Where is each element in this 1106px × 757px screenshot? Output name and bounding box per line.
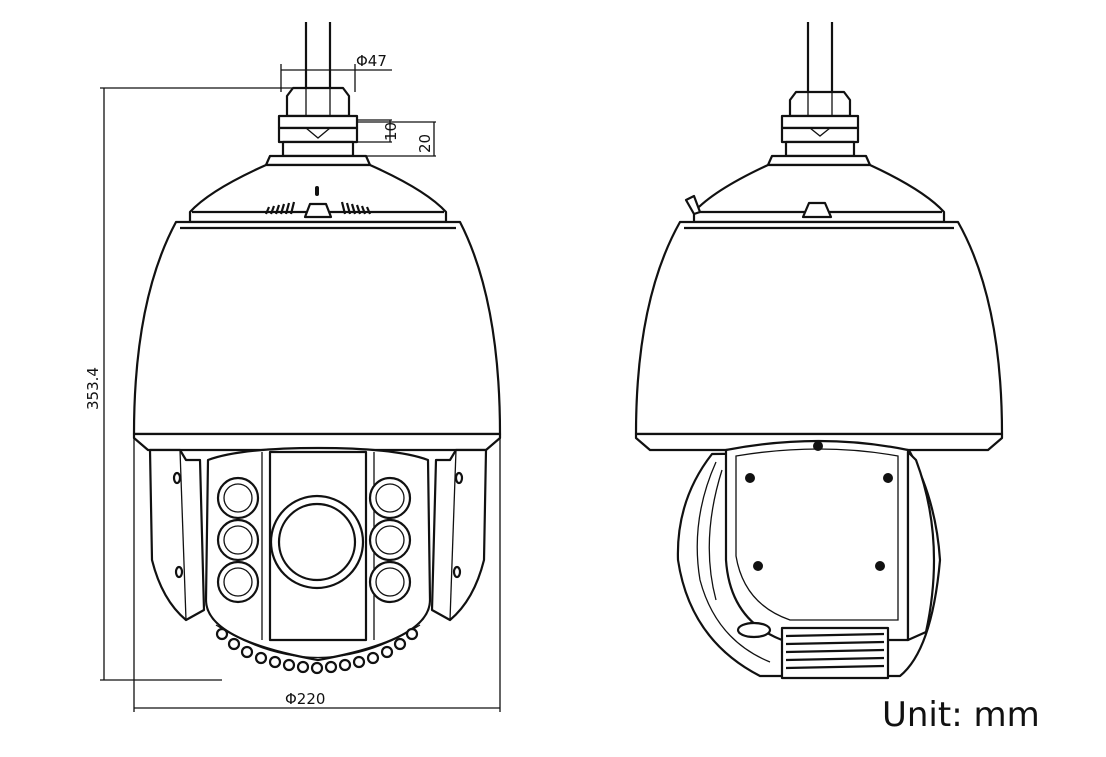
front-upper-housing (188, 154, 448, 242)
front-bottom-led-ring (215, 624, 421, 675)
front-view (100, 22, 502, 712)
dim-label-dome-diameter: Φ220 (285, 690, 325, 708)
side-camera-body (676, 439, 942, 680)
dimension-lines (100, 64, 501, 712)
dim-label-gland-20: 20 (416, 134, 434, 153)
side-cable (806, 22, 834, 92)
side-cable-gland (780, 90, 860, 158)
dim-label-gland-diameter: Φ47 (356, 52, 387, 70)
front-main-dome (132, 220, 502, 452)
side-vent-grille (780, 626, 890, 680)
front-cable-gland (277, 86, 359, 158)
front-cable (304, 22, 332, 88)
unit-label: Unit: mm (882, 695, 1040, 735)
side-main-dome (634, 220, 1004, 452)
side-upper-housing (684, 154, 946, 224)
side-view (634, 22, 1004, 680)
front-vent-right (340, 201, 372, 215)
front-vent-left (264, 201, 296, 215)
dim-label-gland-10: 10 (382, 122, 400, 141)
dim-label-total-height: 353.4 (84, 367, 102, 410)
front-camera-body (148, 446, 488, 675)
